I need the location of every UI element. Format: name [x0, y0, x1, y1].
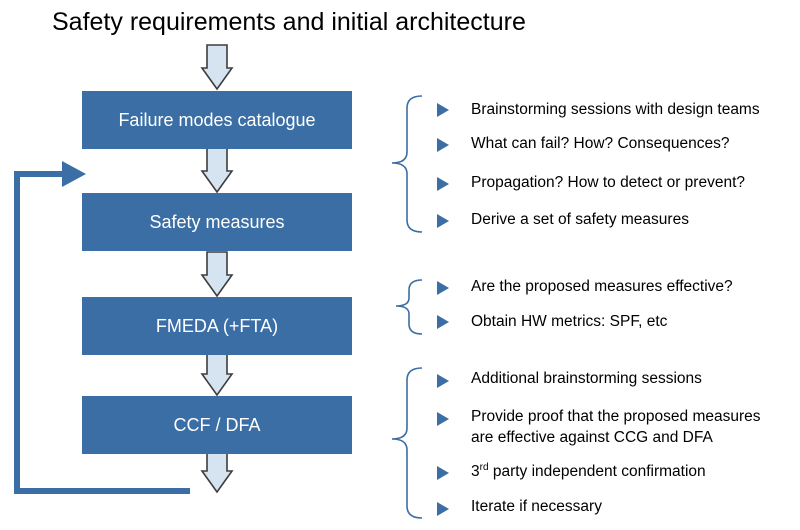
bullet-arrow-icon: [437, 466, 449, 480]
step-safety-measures: Safety measures: [82, 193, 352, 251]
list-item: 3rd party independent confirmation: [471, 462, 706, 482]
list-item: Derive a set of safety measures: [471, 211, 689, 228]
bullet-arrow-icon: [437, 138, 449, 152]
loop-arrowhead-icon: [62, 161, 86, 187]
bullet-arrow-icon: [437, 315, 449, 329]
list-item-text: party independent confirmation: [488, 463, 706, 480]
list-item: Obtain HW metrics: SPF, etc: [471, 313, 668, 330]
page-title: Safety requirements and initial architec…: [52, 8, 526, 36]
list-item-continuation: are effective against CCG and DFA: [471, 429, 713, 446]
feedback-loop-arrow: [14, 171, 190, 494]
list-item: Provide proof that the proposed measures: [471, 408, 761, 425]
list-item: Are the proposed measures effective?: [471, 278, 733, 295]
list-item: Brainstorming sessions with design teams: [471, 101, 760, 118]
brace-icon: [395, 279, 423, 335]
down-arrow-icon: [200, 350, 234, 397]
bullet-arrow-icon: [437, 374, 449, 388]
step-failure-modes-catalogue: Failure modes catalogue: [82, 91, 352, 149]
list-item: Iterate if necessary: [471, 498, 602, 515]
brace-icon: [391, 95, 423, 233]
bullet-arrow-icon: [437, 214, 449, 228]
brace-icon: [391, 367, 423, 519]
list-item: Additional brainstorming sessions: [471, 370, 702, 387]
ordinal-suffix: rd: [479, 461, 489, 473]
down-arrow-icon: [200, 44, 234, 91]
down-arrow-icon: [200, 147, 234, 194]
bullet-arrow-icon: [437, 103, 449, 117]
step-fmeda: FMEDA (+FTA): [82, 297, 352, 355]
bullet-arrow-icon: [437, 412, 449, 426]
bullet-arrow-icon: [437, 177, 449, 191]
bullet-arrow-icon: [437, 281, 449, 295]
bullet-arrow-icon: [437, 502, 449, 516]
step-ccf-dfa: CCF / DFA: [82, 396, 352, 454]
list-item: Propagation? How to detect or prevent?: [471, 174, 746, 191]
list-item: What can fail? How? Consequences?: [471, 135, 730, 152]
down-arrow-icon: [200, 447, 234, 494]
down-arrow-icon: [200, 251, 234, 298]
ordinal-number: 3: [471, 463, 480, 480]
